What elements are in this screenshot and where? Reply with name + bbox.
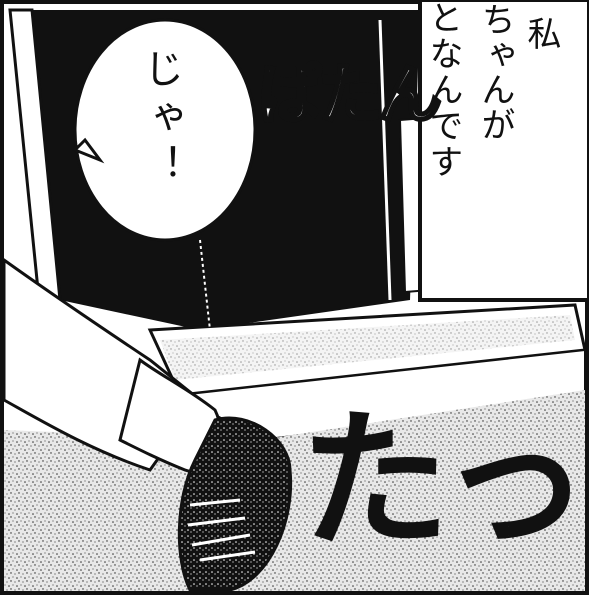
narration-line-1: 私 xyxy=(521,16,561,51)
narration-line-3: となんです xyxy=(423,0,463,180)
speech-text: じゃ！ xyxy=(137,48,183,192)
narration-line-2: ちゃんが xyxy=(475,2,515,142)
shoe xyxy=(177,416,293,592)
shoe-laces xyxy=(187,498,256,562)
sfx-run-off: たっ xyxy=(300,395,589,569)
sfx-door-close: ぱたん xyxy=(257,58,444,135)
narration-box xyxy=(418,0,589,302)
speech-bubble xyxy=(73,18,257,242)
